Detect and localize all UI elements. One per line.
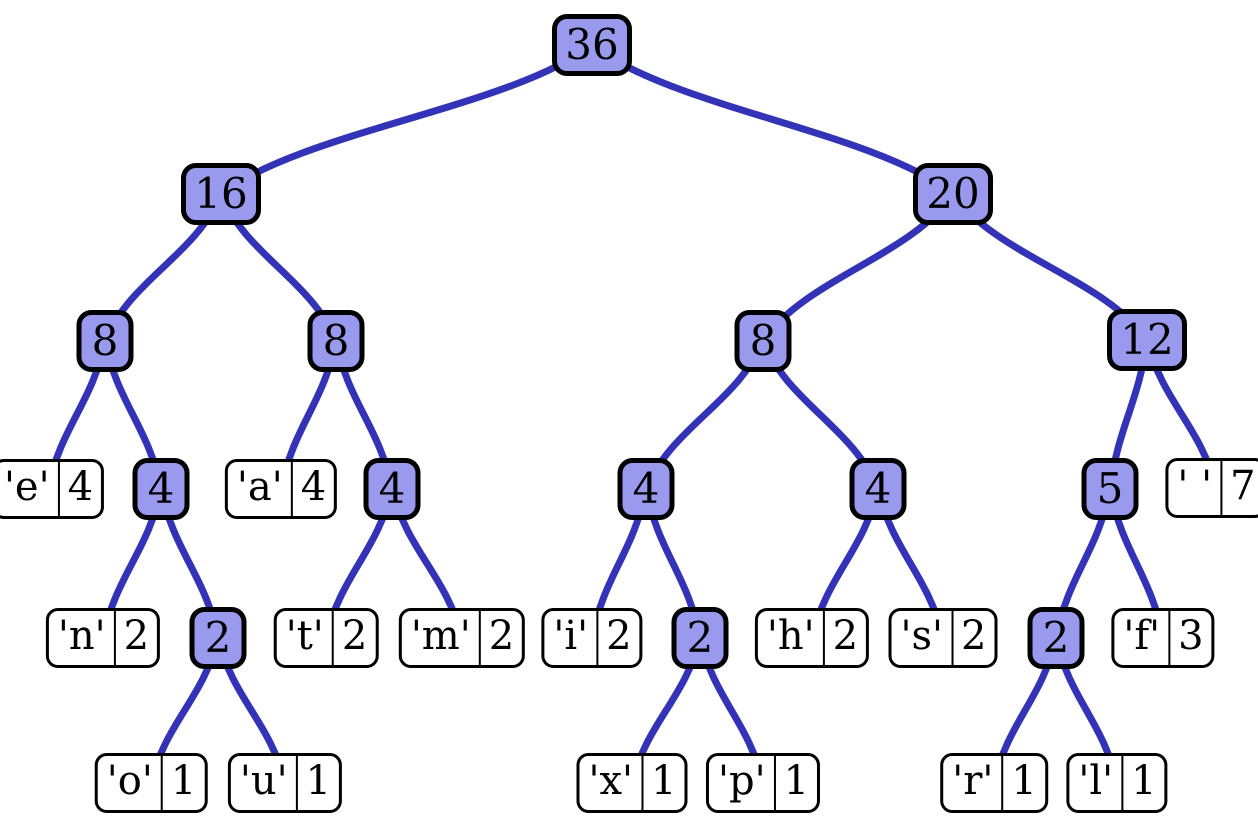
internal-node-4-n4a: 4 bbox=[132, 458, 190, 520]
leaf-char-label: 'u' bbox=[231, 756, 298, 810]
leaf-char-label: 's' bbox=[892, 611, 954, 665]
leaf-char-label: 'n' bbox=[49, 611, 116, 665]
internal-node-8-n8c: 8 bbox=[734, 310, 792, 372]
leaf-count-label: 1 bbox=[651, 758, 677, 804]
leaf-node-i: 'i'2 bbox=[541, 608, 643, 668]
internal-node-count: 16 bbox=[194, 169, 248, 218]
leaf-count-label: 2 bbox=[961, 613, 987, 659]
internal-node-count: 20 bbox=[926, 169, 980, 218]
internal-node-20-n20: 20 bbox=[913, 163, 993, 225]
leaf-char-label: 'p' bbox=[709, 756, 776, 810]
internal-node-12-n12: 12 bbox=[1107, 309, 1187, 371]
leaf-char-label: ' ' bbox=[1168, 461, 1223, 515]
internal-node-5-n5: 5 bbox=[1081, 458, 1139, 520]
internal-node-8-n8a: 8 bbox=[76, 310, 134, 372]
leaf-count-label: 4 bbox=[300, 464, 327, 510]
leaf-node-u: 'u'1 bbox=[227, 753, 343, 813]
leaf-char-label: 'm' bbox=[402, 611, 481, 665]
leaf-count-label: 3 bbox=[1178, 613, 1204, 659]
internal-node-count: 2 bbox=[686, 613, 714, 662]
internal-node-count: 8 bbox=[91, 316, 119, 365]
internal-node-count: 5 bbox=[1096, 464, 1124, 513]
internal-node-16-n16: 16 bbox=[181, 163, 261, 225]
leaf-char-label: 'h' bbox=[758, 611, 825, 665]
internal-node-8-n8b: 8 bbox=[307, 310, 365, 372]
internal-node-4-n4b: 4 bbox=[363, 458, 421, 520]
leaf-count-label: 2 bbox=[606, 613, 632, 659]
leaf-node-space: ' '7 bbox=[1165, 458, 1258, 518]
leaf-count-label: 4 bbox=[67, 464, 94, 510]
leaf-node-f: 'f'3 bbox=[1111, 608, 1215, 668]
internal-node-count: 8 bbox=[749, 316, 777, 365]
internal-node-count: 8 bbox=[322, 316, 350, 365]
leaf-node-x: 'x'1 bbox=[576, 753, 688, 813]
leaf-count-label: 2 bbox=[341, 613, 368, 659]
internal-node-2-n2b: 2 bbox=[671, 607, 729, 669]
internal-node-count: 12 bbox=[1120, 315, 1174, 364]
internal-node-count: 4 bbox=[864, 464, 892, 513]
leaf-node-a: 'a'4 bbox=[224, 459, 338, 519]
internal-node-count: 4 bbox=[632, 464, 660, 513]
leaf-count-label: 1 bbox=[305, 758, 332, 804]
leaf-char-label: 'i' bbox=[544, 611, 599, 665]
leaf-node-e: 'e'4 bbox=[0, 459, 105, 519]
leaf-node-s: 's'2 bbox=[888, 608, 998, 668]
leaf-char-label: 'x' bbox=[579, 756, 644, 810]
leaf-count-label: 7 bbox=[1230, 463, 1256, 509]
internal-node-36-n36: 36 bbox=[552, 14, 632, 76]
leaf-node-p: 'p'1 bbox=[705, 753, 821, 813]
internal-node-count: 2 bbox=[1042, 613, 1070, 662]
leaf-char-label: 'e' bbox=[0, 462, 60, 516]
leaf-node-m: 'm'2 bbox=[398, 608, 526, 668]
leaf-char-label: 'f' bbox=[1114, 611, 1171, 665]
leaf-char-label: 'l' bbox=[1069, 756, 1124, 810]
leaf-count-label: 1 bbox=[783, 758, 810, 804]
internal-node-count: 4 bbox=[147, 464, 175, 513]
internal-node-4-n4d: 4 bbox=[849, 458, 907, 520]
internal-node-count: 4 bbox=[378, 464, 406, 513]
internal-node-2-n2c: 2 bbox=[1027, 607, 1085, 669]
leaf-char-label: 'o' bbox=[98, 756, 163, 810]
internal-node-2-n2a: 2 bbox=[189, 607, 247, 669]
leaf-count-label: 1 bbox=[170, 758, 197, 804]
internal-node-count: 36 bbox=[565, 20, 619, 69]
leaf-char-label: 'r' bbox=[943, 756, 1004, 810]
internal-node-count: 2 bbox=[204, 613, 232, 662]
leaf-node-o: 'o'1 bbox=[94, 753, 208, 813]
leaf-char-label: 'a' bbox=[228, 462, 293, 516]
leaf-char-label: 't' bbox=[277, 611, 334, 665]
tree-edge-n36-n16 bbox=[217, 41, 596, 198]
leaf-count-label: 1 bbox=[1011, 758, 1037, 804]
leaf-node-r: 'r'1 bbox=[940, 753, 1048, 813]
leaf-count-label: 2 bbox=[123, 613, 150, 659]
leaf-node-t: 't'2 bbox=[273, 608, 379, 668]
leaf-count-label: 2 bbox=[832, 613, 859, 659]
leaf-node-n: 'n'2 bbox=[45, 608, 161, 668]
leaf-count-label: 1 bbox=[1131, 758, 1157, 804]
leaf-node-l: 'l'1 bbox=[1066, 753, 1168, 813]
leaf-count-label: 2 bbox=[488, 613, 515, 659]
leaf-node-h: 'h'2 bbox=[754, 608, 870, 668]
internal-node-4-n4c: 4 bbox=[617, 458, 675, 520]
